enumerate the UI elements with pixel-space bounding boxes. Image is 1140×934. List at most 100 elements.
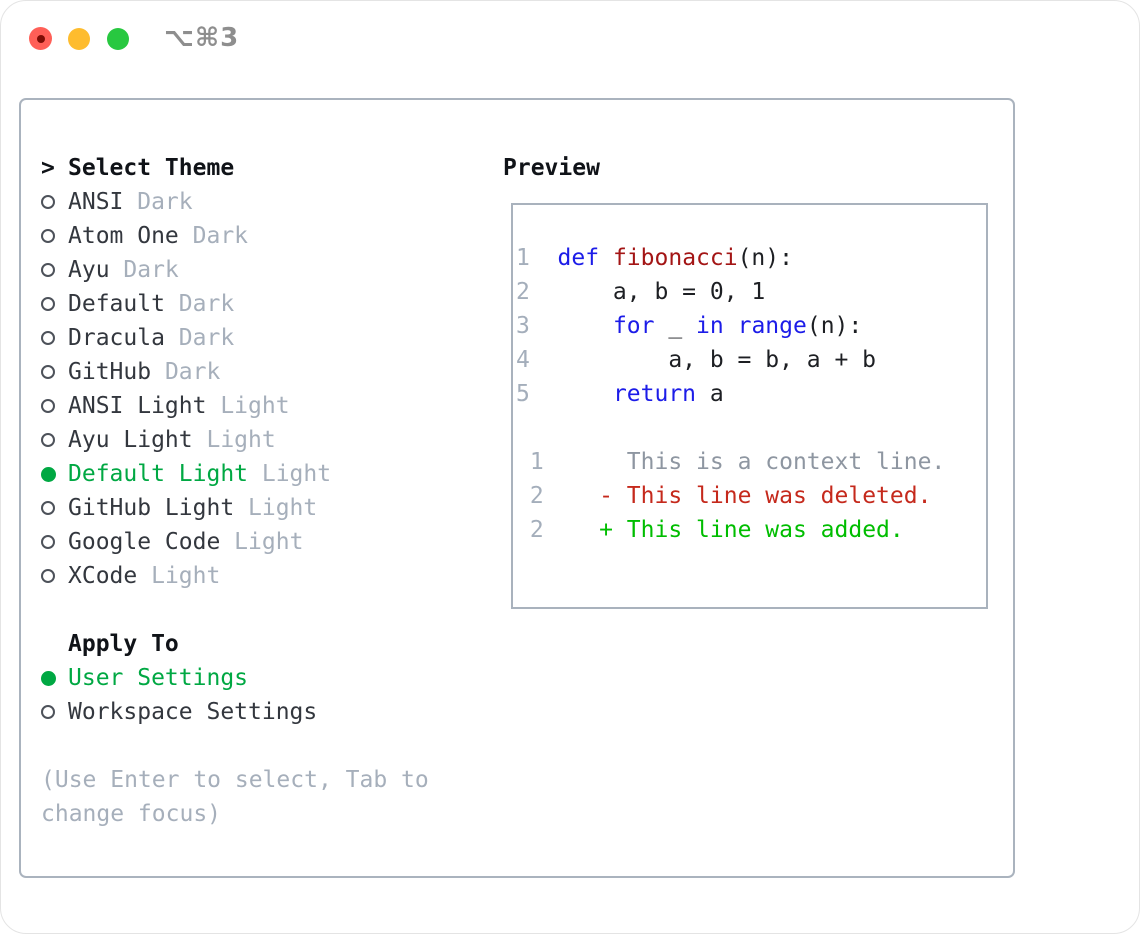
theme-item-atom-one[interactable]: Atom One Dark — [41, 219, 481, 253]
token-num: 4 — [516, 347, 558, 373]
radio-gutter — [41, 535, 68, 549]
token-plain: a, b = 0, 1 — [557, 279, 766, 305]
theme-item-label: XCode — [68, 563, 138, 589]
theme-menu-header: > Select Theme — [41, 151, 481, 185]
radio-icon — [41, 569, 55, 583]
theme-item-label: ANSI — [68, 189, 124, 215]
token-num: 2 — [516, 483, 544, 509]
token-plain: a — [696, 381, 724, 407]
preview-line: 5 return a — [516, 377, 986, 411]
theme-item-label: ANSI Light — [68, 393, 207, 419]
close-button[interactable] — [29, 27, 52, 50]
radio-gutter — [41, 466, 68, 482]
apply-option-label: User Settings — [68, 665, 249, 691]
theme-variant-label: Light — [192, 427, 276, 453]
theme-item-google-code[interactable]: Google Code Light — [41, 525, 481, 559]
token-plain — [724, 313, 738, 339]
radio-gutter — [41, 670, 68, 686]
radio-selected-icon — [41, 670, 56, 686]
theme-variant-label: Dark — [123, 189, 193, 215]
apply-option-workspace-settings[interactable]: Workspace Settings — [41, 695, 481, 729]
token-kw: range — [737, 313, 807, 339]
preview-line: 2 a, b = 0, 1 — [516, 275, 986, 309]
zoom-button[interactable] — [107, 28, 129, 50]
prompt-gutter: > — [41, 155, 68, 181]
radio-icon — [41, 195, 55, 209]
window-shortcut-label: ⌥⌘3 — [164, 23, 240, 53]
token-num: 1 — [516, 449, 544, 475]
radio-icon — [41, 535, 55, 549]
token-kw: return — [612, 381, 697, 407]
radio-icon — [41, 433, 55, 447]
preview-line: 1 def fibonacci(n): — [516, 241, 986, 275]
token-num: 2 — [516, 279, 558, 305]
help-text: (Use Enter to select, Tab to change focu… — [41, 767, 429, 827]
token-plain — [558, 381, 613, 407]
token-fn: fibonacci — [612, 245, 738, 271]
theme-item-label: Default — [68, 291, 165, 317]
token-plain: a, b = b, a + b — [557, 347, 877, 373]
preview-line — [516, 411, 986, 445]
theme-variant-label: Light — [220, 529, 304, 555]
theme-item-github-light[interactable]: GitHub Light Light — [41, 491, 481, 525]
token-plain — [544, 449, 627, 475]
theme-item-default[interactable]: Default Dark — [41, 287, 481, 321]
token-kw: for — [612, 313, 655, 339]
radio-icon — [41, 331, 55, 345]
theme-variant-label: Dark — [164, 325, 235, 351]
theme-item-label: Ayu Light — [68, 427, 193, 453]
theme-item-default-light[interactable]: Default Light Light — [41, 457, 481, 491]
token-num: 5 — [516, 381, 558, 407]
radio-gutter — [41, 229, 68, 243]
theme-variant-label: Light — [234, 495, 318, 521]
token-plain — [599, 245, 613, 271]
token-num: 3 — [516, 313, 558, 339]
radio-gutter — [41, 705, 68, 719]
apply-to-title: Apply To — [68, 631, 179, 657]
spacer — [41, 729, 481, 763]
radio-gutter — [41, 331, 68, 345]
theme-item-label: Ayu — [68, 257, 110, 283]
minimize-button[interactable] — [68, 28, 90, 50]
theme-item-dracula[interactable]: Dracula Dark — [41, 321, 481, 355]
theme-menu-title: Select Theme — [68, 155, 235, 181]
radio-icon — [41, 297, 55, 311]
theme-item-xcode[interactable]: XCode Light — [41, 559, 481, 593]
radio-icon — [41, 501, 55, 515]
radio-gutter — [41, 399, 68, 413]
titlebar: ⌥⌘3 — [1, 1, 1139, 98]
radio-gutter — [41, 365, 68, 379]
theme-variant-label: Light — [137, 563, 221, 589]
radio-gutter — [41, 297, 68, 311]
theme-item-ayu[interactable]: Ayu Dark — [41, 253, 481, 287]
spacer — [41, 593, 481, 627]
theme-item-label: Default Light — [68, 461, 249, 487]
theme-item-ayu-light[interactable]: Ayu Light Light — [41, 423, 481, 457]
radio-selected-icon — [41, 466, 56, 482]
token-del: - This line was deleted. — [599, 483, 932, 509]
radio-icon — [41, 705, 55, 719]
preview-line: 3 for _ in range(n): — [516, 309, 986, 343]
theme-item-label: Atom One — [68, 223, 179, 249]
radio-gutter — [41, 501, 68, 515]
radio-gutter — [41, 433, 68, 447]
theme-item-ansi-light[interactable]: ANSI Light Light — [41, 389, 481, 423]
theme-variant-label: Dark — [151, 359, 221, 385]
token-num: 1 — [516, 245, 558, 271]
theme-item-label: Dracula — [68, 325, 165, 351]
theme-variant-label: Dark — [178, 223, 249, 249]
theme-item-github[interactable]: GitHub Dark — [41, 355, 481, 389]
apply-to-header: Apply To — [41, 627, 481, 661]
apply-option-user-settings[interactable]: User Settings — [41, 661, 481, 695]
radio-gutter — [41, 263, 68, 277]
apply-option-label: Workspace Settings — [68, 699, 318, 725]
theme-item-ansi[interactable]: ANSI Dark — [41, 185, 481, 219]
token-plain — [544, 483, 599, 509]
radio-icon — [41, 263, 55, 277]
